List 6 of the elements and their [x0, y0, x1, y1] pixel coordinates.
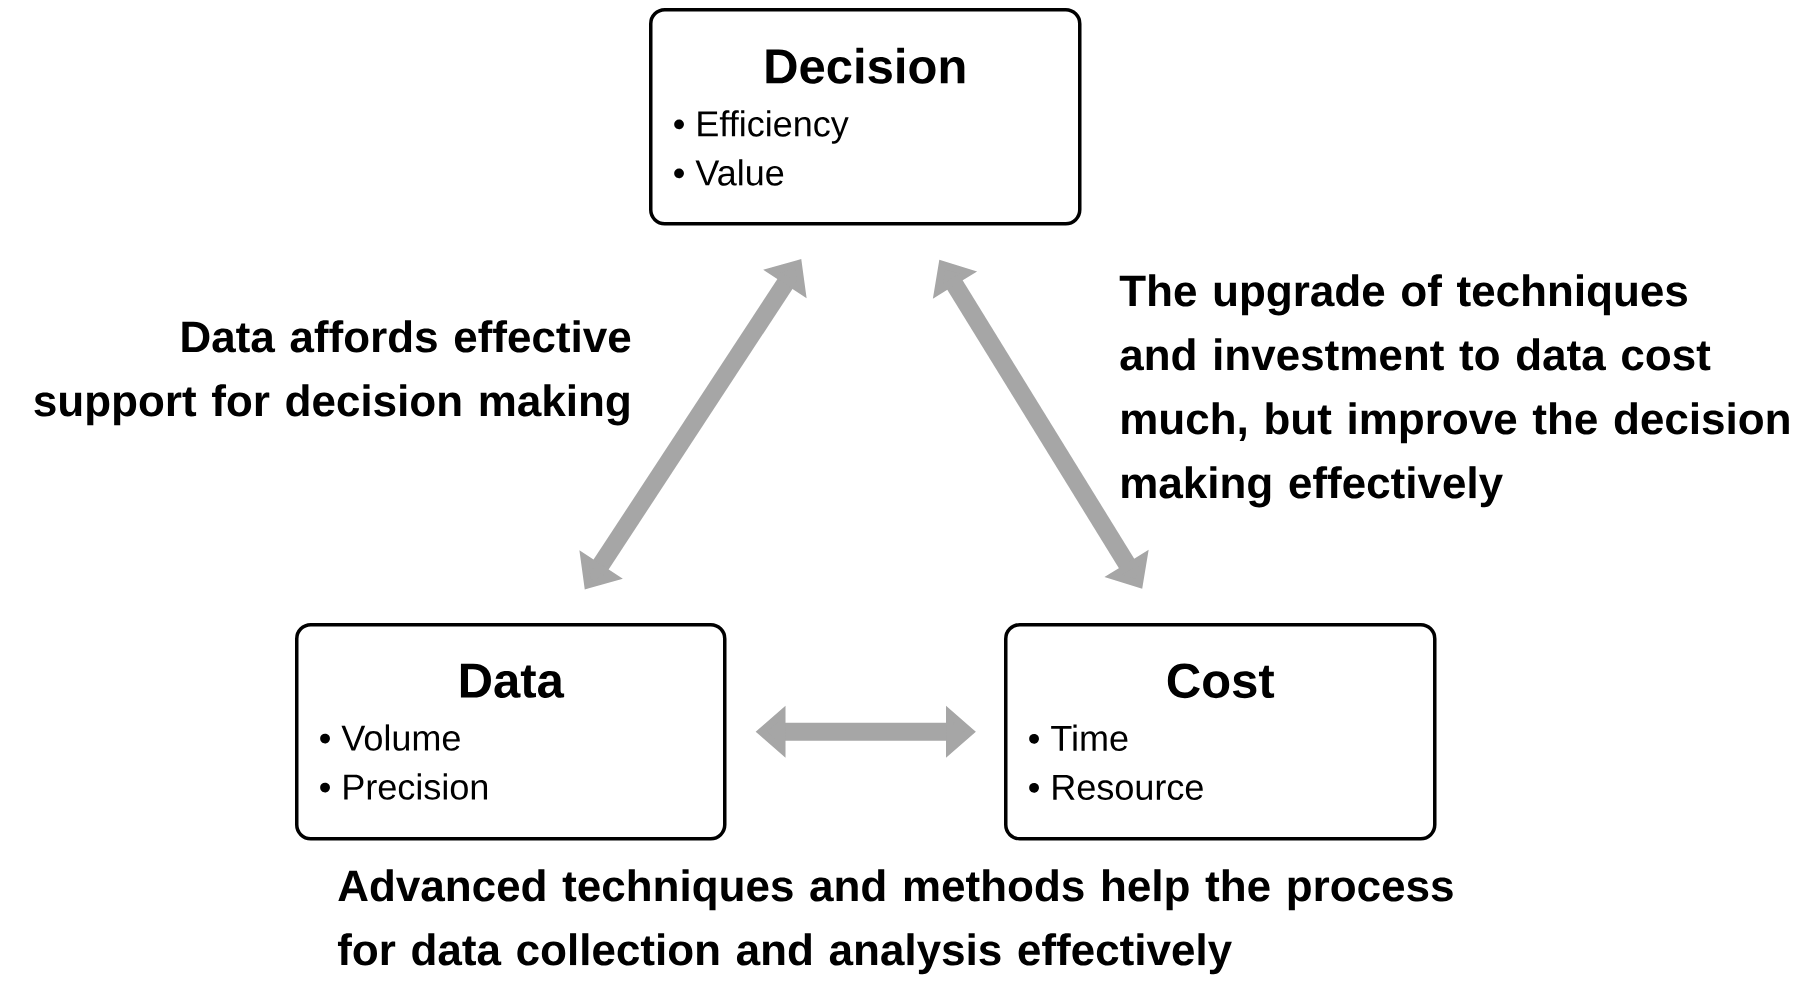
- annotation-text: Advanced techniques and methods help the process for data collection and analysis effectively: [337, 869, 1453, 975]
- process-box: Cost • Time • Resource: [1004, 623, 1437, 841]
- annotation-text: The upgrade of techniques and investment to data cost much, but improve the decision making effectively: [1119, 274, 1789, 508]
- process-box: Decision • Efficiency • Value: [649, 8, 1082, 226]
- annotation-text: Data affords effective support for decision making: [34, 320, 631, 426]
- process-box: Data • Volume • Precision: [295, 623, 727, 841]
